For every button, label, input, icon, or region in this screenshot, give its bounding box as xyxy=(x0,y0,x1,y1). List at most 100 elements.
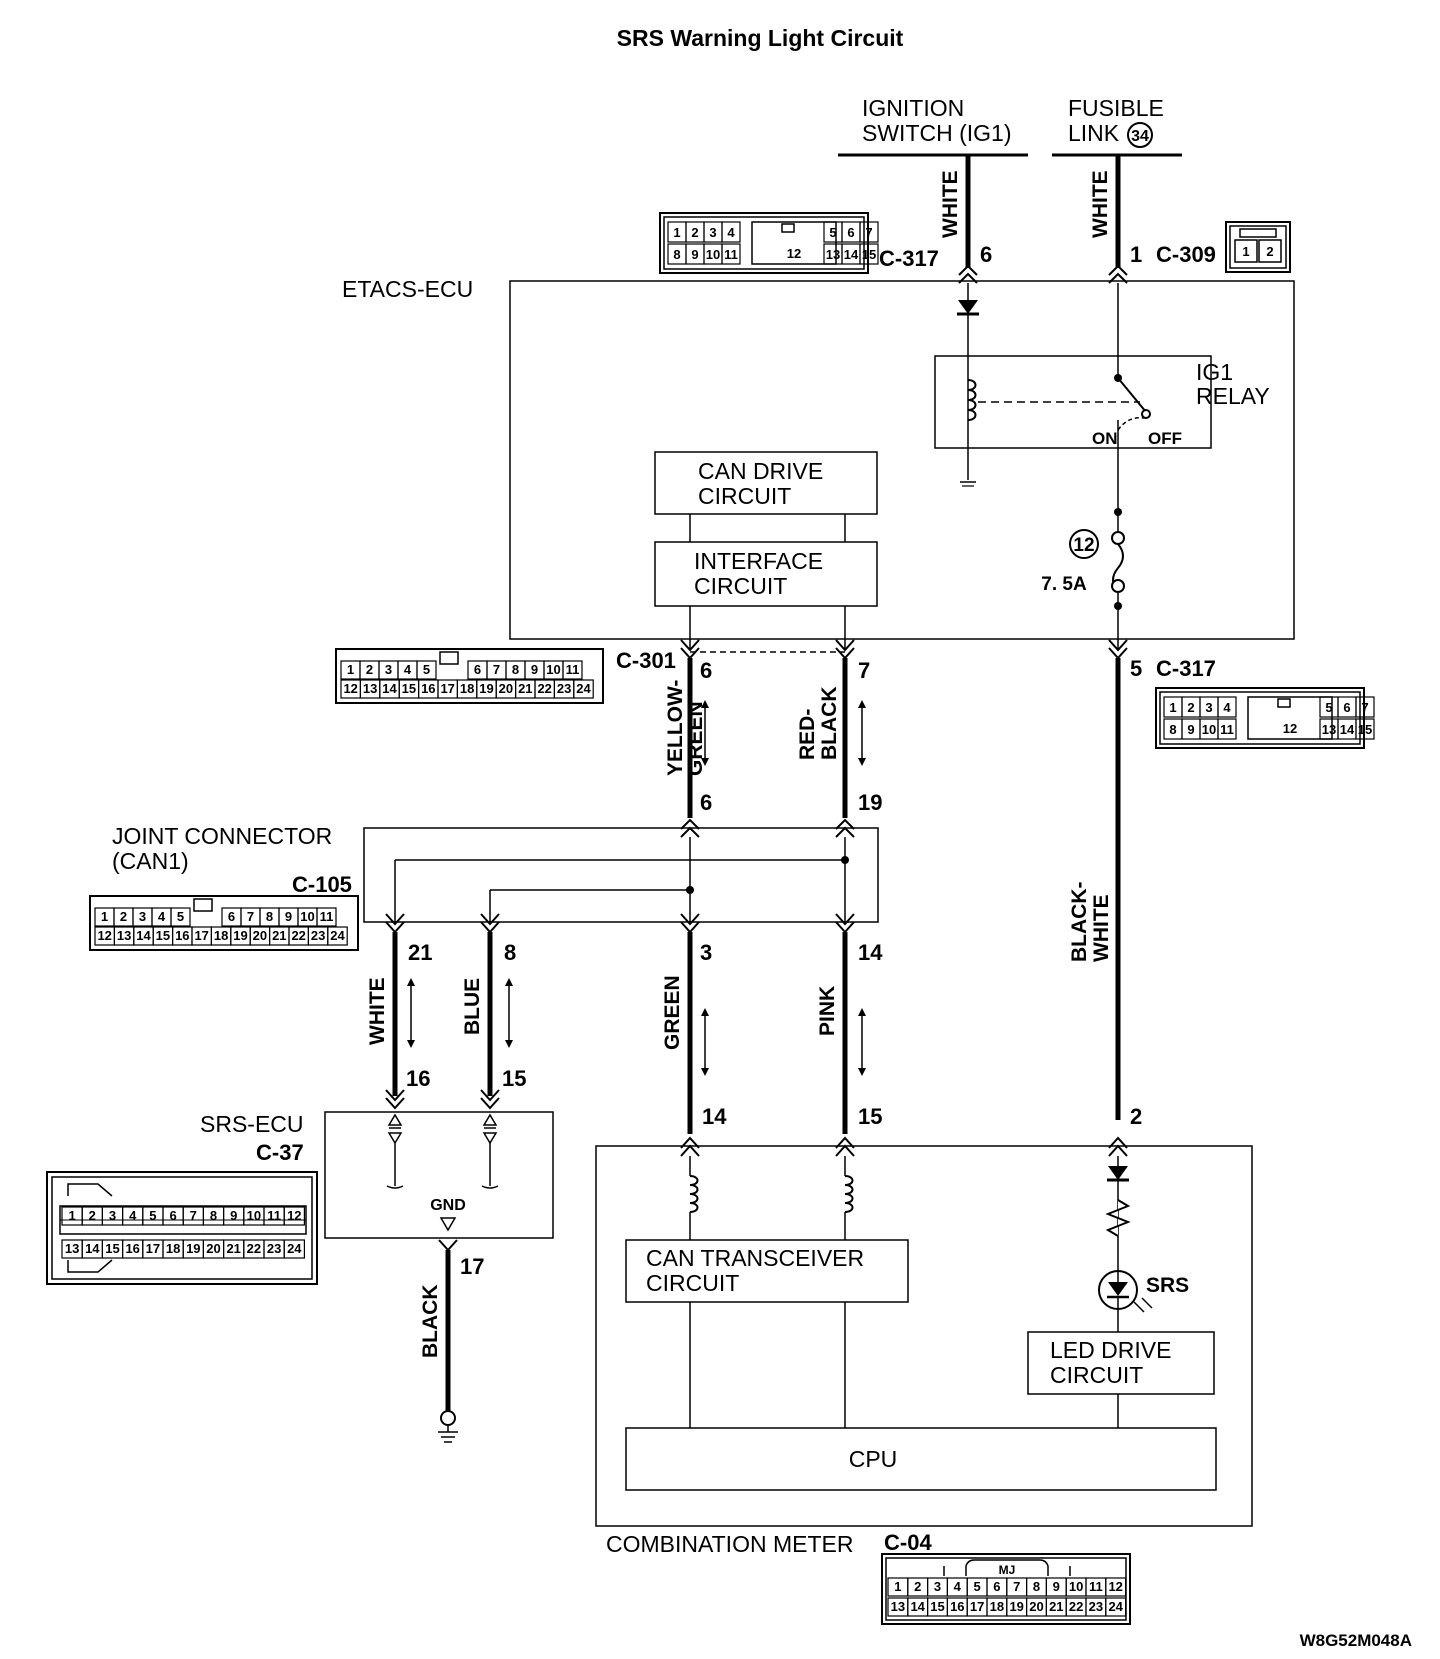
c317b-top-cell-1: 1 xyxy=(1169,700,1176,715)
relay-on-label: ON xyxy=(1092,429,1118,448)
fusible-number-circle xyxy=(1127,122,1153,148)
c301-top-cell-4: 4 xyxy=(404,662,412,677)
c37-top-cell-2: 2 xyxy=(89,1208,96,1223)
fuse-number-circle xyxy=(1069,529,1099,559)
c105-bottom-cell-21: 21 xyxy=(272,928,286,943)
c301-top-cell-3: 3 xyxy=(385,662,392,677)
c04-top-cell-4: 4 xyxy=(954,1579,962,1594)
c04-bottom-cell-24: 24 xyxy=(1108,1599,1123,1614)
c317a-top-cell-4: 4 xyxy=(727,225,735,240)
c301-bottom-cell-16: 16 xyxy=(421,681,435,696)
c317a-top-cell-1: 1 xyxy=(673,225,680,240)
c105-bottom-cell-22: 22 xyxy=(291,928,305,943)
jc-out-pink-pin: 14 xyxy=(858,940,883,965)
c317b-top-cell-4: 4 xyxy=(1223,700,1231,715)
srs-ecu-label: SRS-ECU xyxy=(200,1111,304,1137)
c105-bottom-cell-23: 23 xyxy=(311,928,325,943)
c105-top-cell-7: 7 xyxy=(247,909,254,924)
ground-point-icon xyxy=(440,1410,456,1426)
combination-meter-label: COMBINATION METER xyxy=(606,1531,853,1557)
c317a-bottom-cell-9: 9 xyxy=(691,247,698,262)
c04-bottom-cell-22: 22 xyxy=(1069,1599,1083,1614)
c37-bottom-cell-15: 15 xyxy=(105,1241,119,1256)
c04-bottom-cell-14: 14 xyxy=(910,1599,925,1614)
c317b-bottom-cell-11: 11 xyxy=(1220,722,1234,737)
c301-left-pin: 6 xyxy=(700,658,712,683)
c301-top-cell-1: 1 xyxy=(347,662,354,677)
c04-top-cell-6: 6 xyxy=(993,1579,1000,1594)
etacs-ecu-label: ETACS-ECU xyxy=(342,276,473,302)
c317b-top-cell-5: 5 xyxy=(1325,700,1332,715)
c301-bottom-cell-19: 19 xyxy=(479,681,493,696)
c317b-bottom-cell-8: 8 xyxy=(1169,722,1176,737)
joint-connector-box xyxy=(363,827,879,923)
led-drive-line2: CIRCUIT xyxy=(1050,1362,1143,1388)
inductor-pink-icon xyxy=(844,1175,854,1213)
c105-bottom-cell-18: 18 xyxy=(214,928,228,943)
c317b-bottom-cell-14: 14 xyxy=(1340,722,1355,737)
c04-top-cell-10: 10 xyxy=(1069,1579,1083,1594)
c37-top-cell-12: 12 xyxy=(287,1208,301,1223)
c105-top-cell-8: 8 xyxy=(266,909,273,924)
c317-junction-bottom: 5 C-317 xyxy=(1108,639,1216,681)
c301-top-cell-11: 11 xyxy=(566,662,580,677)
c105-bottom-cell-16: 16 xyxy=(175,928,189,943)
fusible-label-line1: FUSIBLE xyxy=(1068,95,1164,121)
figure-code: W8G52M048A xyxy=(1300,1631,1412,1650)
c105-top-cell-10: 10 xyxy=(300,909,314,924)
c04-bottom-cell-19: 19 xyxy=(1009,1599,1023,1614)
can-transceiver-box xyxy=(625,1239,909,1303)
c301-bottom-cell-23: 23 xyxy=(557,681,571,696)
ig1-relay-box xyxy=(934,355,1212,449)
c04-top-cell-2: 2 xyxy=(914,1579,921,1594)
ignition-label-line1: IGNITION xyxy=(862,95,964,121)
rb-wire-color-2: BLACK xyxy=(818,687,841,761)
combination-meter-box xyxy=(595,1145,1253,1527)
c04-top-cell-8: 8 xyxy=(1033,1579,1040,1594)
c37-top-cell-3: 3 xyxy=(109,1208,116,1223)
cpu-label: CPU xyxy=(849,1446,898,1472)
c301-bottom-cell-14: 14 xyxy=(382,681,397,696)
white-wire-srs: WHITE 16 xyxy=(366,932,430,1110)
ignition-wire: WHITE 6 C-317 xyxy=(879,155,992,271)
c37-top-cell-7: 7 xyxy=(190,1208,197,1223)
c04-bottom-cell-23: 23 xyxy=(1089,1599,1103,1614)
meter-pink-pin: 15 xyxy=(858,1104,882,1129)
c37-top-cell-9: 9 xyxy=(230,1208,237,1223)
c317a-bottom-cell-8: 8 xyxy=(673,247,680,262)
c301-label: C-301 xyxy=(616,648,676,673)
c04-top-cell-11: 11 xyxy=(1089,1579,1103,1594)
c105-bottom-cell-12: 12 xyxy=(97,928,111,943)
can-drive-line1: CAN DRIVE xyxy=(698,458,823,484)
interface-line1: INTERFACE xyxy=(694,548,823,574)
c317a-cell-12: 12 xyxy=(787,246,801,261)
meter-power-pin: 2 xyxy=(1130,1104,1142,1129)
black-wire-color: BLACK xyxy=(419,1285,442,1359)
jc-out-green-pin: 3 xyxy=(700,940,712,965)
fusible-link-source: FUSIBLE LINK 34 xyxy=(1052,95,1182,157)
combination-meter: COMBINATION METER C-04 CAN TRANSCEIVER C… xyxy=(595,1136,1253,1557)
c37-top-cell-5: 5 xyxy=(149,1208,156,1223)
white-wire-color: WHITE xyxy=(366,977,389,1045)
power-wire-black-white: BLACK- WHITE 2 xyxy=(1068,658,1142,1129)
c301-right-pin: 7 xyxy=(858,658,870,683)
c105-top-cell-6: 6 xyxy=(228,909,235,924)
c301-bottom-cell-22: 22 xyxy=(537,681,551,696)
can-drive-line2: CIRCUIT xyxy=(698,483,791,509)
can-high-wire-upper: YELLOW- GREEN 6 xyxy=(664,658,712,818)
c37-bottom-cell-21: 21 xyxy=(226,1241,240,1256)
etacs-ecu-box xyxy=(509,280,1295,640)
c317b-bottom-cell-10: 10 xyxy=(1202,722,1216,737)
c317b-bottom-cell-13: 13 xyxy=(1322,722,1336,737)
c309-label: C-309 xyxy=(1156,242,1216,267)
green-wire-meter: GREEN 14 xyxy=(661,932,727,1134)
c37-top-cell-1: 1 xyxy=(68,1208,75,1223)
jc-in-right-pin: 19 xyxy=(858,790,882,815)
c317a-top-cell-6: 6 xyxy=(847,225,854,240)
c04-bottom-cell-21: 21 xyxy=(1049,1599,1063,1614)
